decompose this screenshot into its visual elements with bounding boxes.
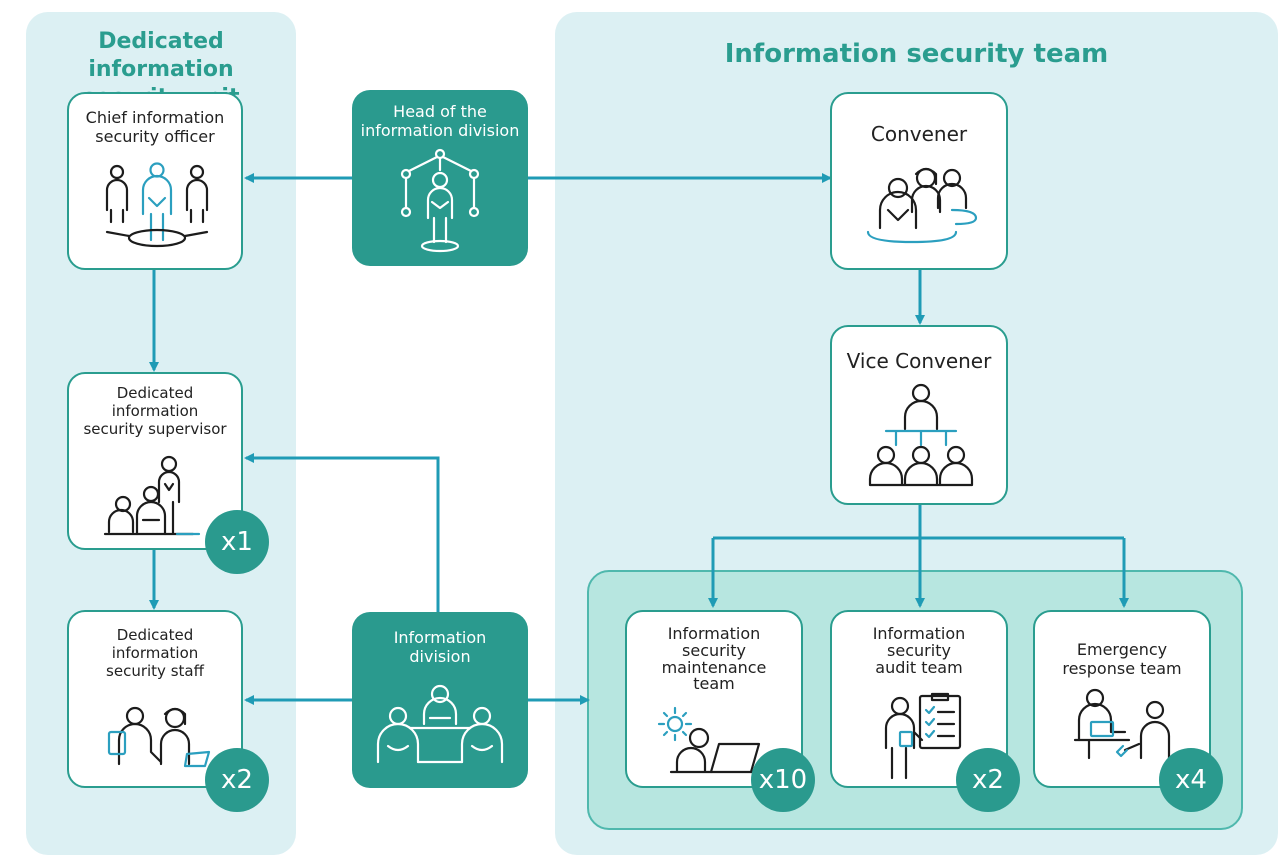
right-panel-title: Information security team <box>724 39 1109 69</box>
arrow-division-to-supervisor <box>244 453 440 612</box>
supervisor-team-icon <box>103 455 201 536</box>
emergency-card: Emergency response team x4 <box>1033 610 1223 812</box>
maintenance-label: Information security maintenance team <box>661 624 767 694</box>
network-leader-icon <box>400 148 480 253</box>
maintenance-count-badge: x10 <box>751 748 815 812</box>
convener-card: Convener <box>830 92 1008 270</box>
maintenance-gear-icon <box>657 706 761 774</box>
convener-group-icon <box>866 167 978 244</box>
emergency-response-icon <box>1073 688 1171 760</box>
audit-label: Information security audit team <box>872 624 966 677</box>
supervisor-label: Dedicated information security superviso… <box>83 384 227 438</box>
staff-label: Dedicated information security staff <box>106 626 204 680</box>
audit-count-badge: x2 <box>956 748 1020 812</box>
meeting-group-icon <box>376 684 504 764</box>
supervisor-card: Dedicated information security superviso… <box>67 372 269 574</box>
staff-card: Dedicated information security staff x2 <box>67 610 269 812</box>
info-division-box: Information division <box>352 612 528 788</box>
supervisor-count-badge: x1 <box>205 510 269 574</box>
hierarchy-icon <box>868 383 974 487</box>
audit-card: Information security audit team x2 <box>830 610 1020 812</box>
audit-checklist-icon <box>884 692 962 780</box>
info-division-label: Information division <box>393 628 487 667</box>
staff-count-badge: x2 <box>205 748 269 812</box>
leader-with-team-icon <box>105 162 209 248</box>
maintenance-card: Information security maintenance team x1… <box>625 610 815 812</box>
convener-label: Convener <box>870 122 968 146</box>
vice-convener-card: Vice Convener <box>830 325 1008 505</box>
emergency-label: Emergency response team <box>1062 640 1182 679</box>
staff-working-icon <box>107 706 211 768</box>
ciso-card: Chief information security officer <box>67 92 243 270</box>
ciso-label: Chief information security officer <box>85 108 225 147</box>
emergency-count-badge: x4 <box>1159 748 1223 812</box>
vice-convener-label: Vice Convener <box>846 349 992 373</box>
head-division-label: Head of the information division <box>360 102 520 141</box>
head-division-box: Head of the information division <box>352 90 528 266</box>
